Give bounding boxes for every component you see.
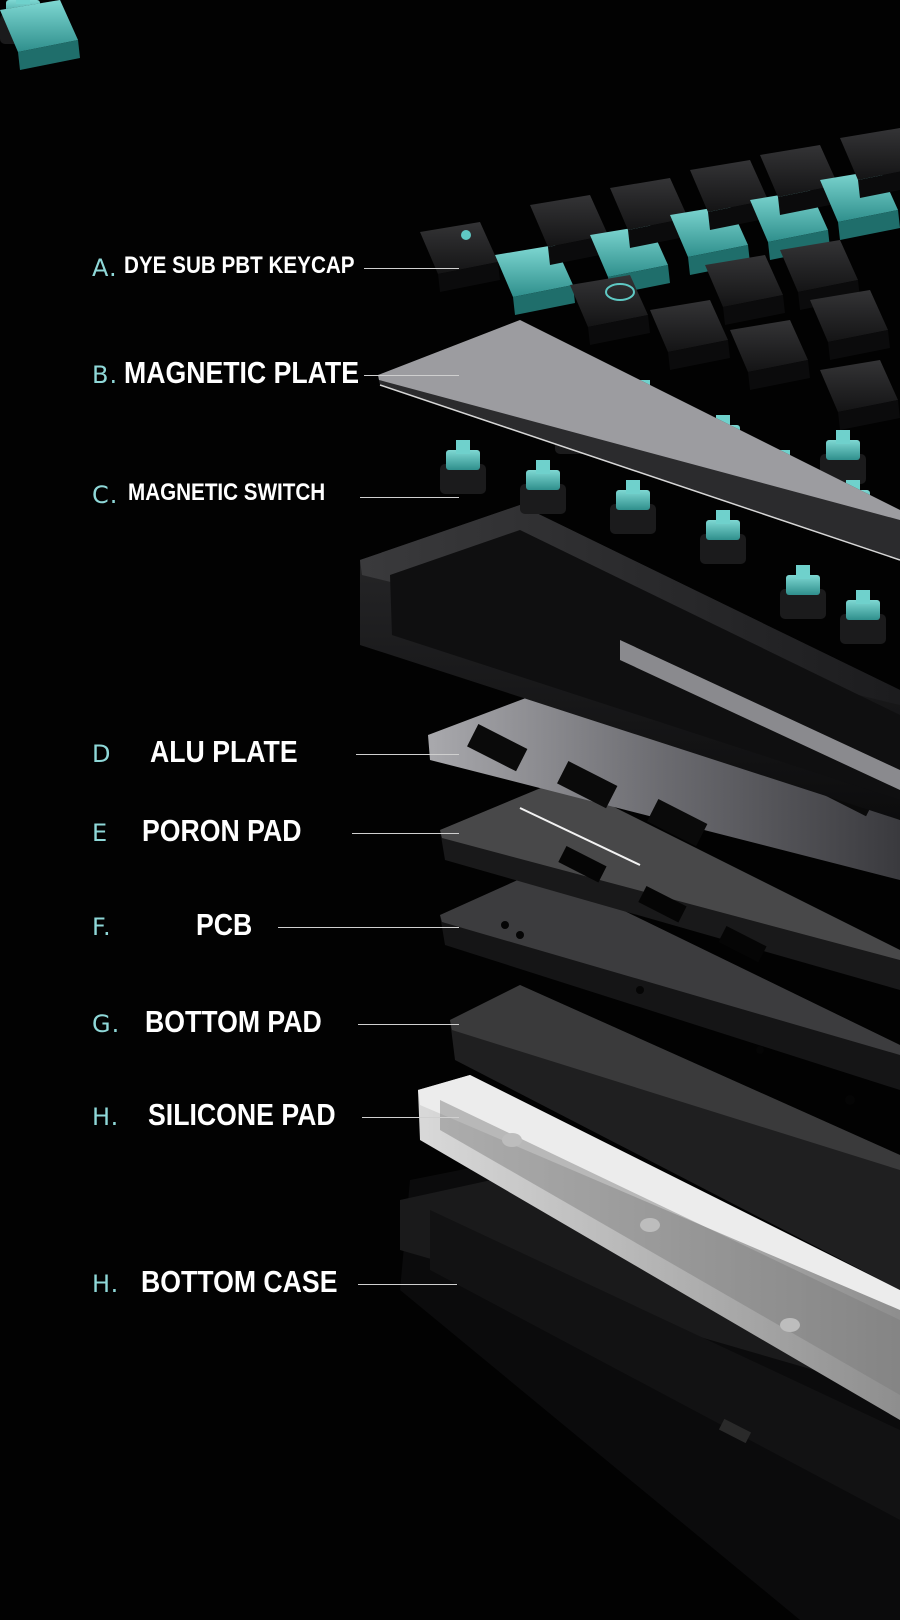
leader-line xyxy=(358,1284,457,1285)
callout-magnetic-switch: C. MAGNETIC SWITCH xyxy=(0,475,470,515)
callout-silicone-pad: H. SILICONE PAD xyxy=(0,1097,470,1137)
callout-bottom-case: H. BOTTOM CASE xyxy=(0,1264,470,1304)
leader-line xyxy=(362,1117,459,1118)
callout-letter: C. xyxy=(92,481,119,509)
callout-letter: B. xyxy=(92,361,119,389)
callout-label: PORON PAD xyxy=(142,813,302,848)
keyboard-case-frame xyxy=(360,505,900,820)
silicone-pad-layer xyxy=(418,1075,900,1420)
callout-label: MAGNETIC PLATE xyxy=(124,355,359,390)
callout-label: BOTTOM PAD xyxy=(145,1004,322,1039)
pcb-layer xyxy=(440,870,900,1105)
callout-label: PCB xyxy=(196,907,253,942)
callout-letter: A. xyxy=(92,254,118,282)
callout-letter: F. xyxy=(92,913,112,941)
leader-line xyxy=(364,268,459,269)
leader-line xyxy=(360,497,459,498)
callout-label: DYE SUB PBT KEYCAP xyxy=(124,252,355,279)
callout-label: MAGNETIC SWITCH xyxy=(128,479,326,506)
callout-magnetic-plate: B. MAGNETIC PLATE xyxy=(0,355,470,395)
callout-alu-plate: D ALU PLATE xyxy=(0,734,470,774)
leader-line xyxy=(364,375,459,376)
bottom-pad-layer xyxy=(450,985,900,1290)
callout-poron-pad: E PORON PAD xyxy=(0,813,470,853)
leader-line xyxy=(356,754,459,755)
leader-line xyxy=(358,1024,459,1025)
callout-pcb: F. PCB xyxy=(0,907,470,947)
callout-keycap: A. DYE SUB PBT KEYCAP xyxy=(0,248,470,288)
callout-letter: H. xyxy=(92,1270,120,1298)
callout-letter: G. xyxy=(92,1010,121,1038)
callout-label: BOTTOM CASE xyxy=(141,1264,338,1299)
callout-label: SILICONE PAD xyxy=(148,1097,336,1132)
callout-letter: D xyxy=(92,740,112,768)
leader-line xyxy=(278,927,459,928)
leader-line xyxy=(352,833,459,834)
keycap-layer xyxy=(0,0,900,430)
callout-letter: H. xyxy=(92,1103,120,1131)
callout-letter: E xyxy=(92,819,109,847)
callout-bottom-pad: G. BOTTOM PAD xyxy=(0,1004,470,1044)
callout-label: ALU PLATE xyxy=(150,734,298,769)
magnetic-plate-layer xyxy=(378,320,900,561)
